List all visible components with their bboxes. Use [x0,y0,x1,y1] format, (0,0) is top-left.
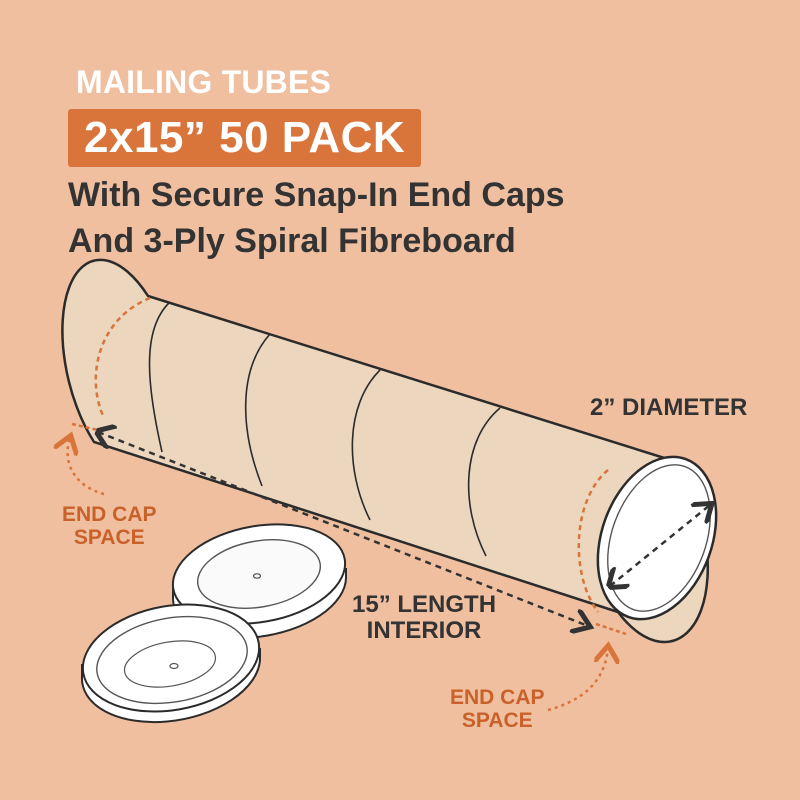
subtitle-line-2: And 3-Ply Spiral Fibreboard [68,222,516,260]
subtitle: With Secure Snap-In End Caps And 3-Ply S… [68,172,565,264]
end-cap-right-line-2: SPACE [461,709,533,733]
curved-arrow-icon [68,438,105,496]
pack-badge-text: 2x15” 50 PACK [84,113,406,162]
eyebrow-title: MAILING TUBES [76,64,332,100]
subtitle-line-1: With Secure Snap-In End Caps [68,176,565,214]
length-label-line-2: INTERIOR [366,617,482,645]
end-cap-right-line-1: END CAP [450,686,545,709]
tube-illustration [61,258,718,644]
length-label: 15” LENGTH INTERIOR [352,591,497,645]
end-cap-left-line-2: SPACE [73,526,145,550]
diameter-label: 2” DIAMETER [590,394,748,421]
end-cap-illustration [80,523,347,724]
end-cap-space-label-left: END CAP SPACE [62,503,157,549]
pack-badge: 2x15” 50 PACK [68,109,422,167]
end-cap-left-line-1: END CAP [62,503,157,526]
length-label-line-1: 15” LENGTH [352,591,497,618]
end-cap-space-label-right: END CAP SPACE [450,686,545,732]
